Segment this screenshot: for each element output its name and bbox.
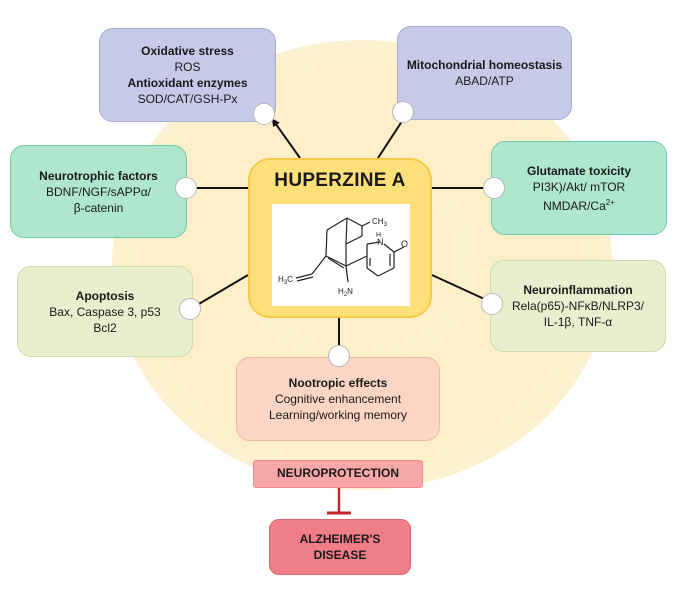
connector-apoptosis: [179, 298, 201, 320]
neuroprotection-label: NEUROPROTECTION: [276, 466, 399, 480]
molecule-structure: CH3 NH O H3C H2N: [272, 204, 410, 306]
neuroinflammation-line1: Rela(p65)-NFκB/NLRP3/: [511, 299, 645, 313]
mito-line: ABAD/ATP: [455, 74, 514, 88]
arrow-oxidative: [271, 118, 301, 159]
nh-label: NH: [376, 232, 384, 247]
connector-mito: [392, 101, 414, 123]
arrow-apoptosis: [190, 274, 249, 310]
apoptosis-title: Apoptosis: [75, 288, 135, 303]
alzheimers-disease-box: ALZHEIMER'S DISEASE: [269, 519, 411, 575]
mitochondrial-box: Mitochondrial homeostasis ABAD/ATP: [397, 26, 572, 120]
apoptosis-line1: Bax, Caspase 3, p53: [49, 304, 161, 319]
oxidative-title: Oxidative stress: [141, 44, 234, 58]
connector-oxidative: [253, 103, 275, 125]
h3c-label: H3C: [278, 275, 293, 286]
connector-nootropic: [328, 345, 350, 367]
nootropic-title: Nootropic effects: [288, 376, 388, 390]
nootropic-box: Nootropic effects Cognitive enhancement …: [236, 357, 440, 441]
oxidative-stress-box: Oxidative stress ROS Antioxidant enzymes…: [99, 28, 276, 122]
neuroinflammation-line2: IL-1β, TNF-α: [543, 315, 613, 329]
disease-line2: DISEASE: [313, 548, 367, 562]
glutamate-line2: NMDAR/Ca2+: [543, 197, 615, 213]
mito-title: Mitochondrial homeostasis: [406, 58, 563, 72]
neuroinflammation-title: Neuroinflammation: [523, 283, 633, 297]
center-title: HUPERZINE A: [274, 170, 406, 191]
disease-line1: ALZHEIMER'S: [299, 532, 381, 546]
h2n-label: H2N: [338, 287, 353, 298]
glutamate-title: Glutamate toxicity: [526, 163, 632, 178]
connector-neurotrophic: [175, 177, 197, 199]
neurotrophic-line1: BDNF/NGF/sAPPα/: [46, 184, 151, 199]
huperzine-center-box: HUPERZINE A: [248, 158, 432, 318]
neuroinflammation-box: Neuroinflammation Rela(p65)-NFκB/NLRP3/ …: [490, 260, 666, 352]
neurotrophic-title: Neurotrophic factors: [39, 168, 158, 183]
apoptosis-line2: Bcl2: [93, 320, 117, 335]
antioxidant-line: SOD/CAT/GSH-Px: [137, 92, 238, 106]
oxidative-line: ROS: [174, 60, 201, 74]
glutamate-line1: PI3K)/Akt/ mTOR: [532, 179, 626, 194]
nootropic-line2: Learning/working memory: [268, 408, 408, 422]
apoptosis-box: Apoptosis Bax, Caspase 3, p53 Bcl2: [17, 266, 193, 357]
connector-glutamate: [483, 177, 505, 199]
nootropic-line1: Cognitive enhancement: [274, 392, 402, 406]
oxygen-label: O: [401, 239, 408, 249]
glutamate-box: Glutamate toxicity PI3K)/Akt/ mTOR NMDAR…: [491, 141, 667, 235]
connector-neuroinflammation: [481, 293, 503, 315]
molecule-drawing: CH3 NH O H3C H2N: [278, 217, 408, 298]
antioxidant-title: Antioxidant enzymes: [127, 76, 248, 90]
neurotrophic-box: Neurotrophic factors BDNF/NGF/sAPPα/ β-c…: [10, 145, 187, 238]
neurotrophic-line2: β-catenin: [73, 200, 124, 215]
neuroprotection-box: NEUROPROTECTION: [253, 460, 423, 488]
ch3-label: CH3: [372, 217, 388, 228]
